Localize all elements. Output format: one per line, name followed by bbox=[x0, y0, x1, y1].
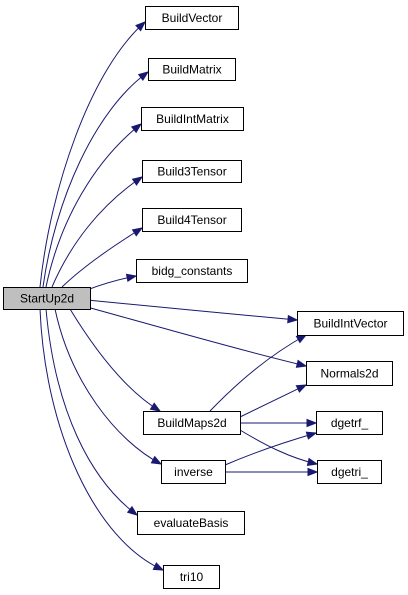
edge-arrowhead bbox=[306, 457, 319, 466]
edge-line bbox=[86, 306, 307, 367]
node-tri10[interactable]: tri10 bbox=[163, 565, 220, 589]
edge-arrowhead bbox=[131, 227, 144, 237]
node-build3tensor[interactable]: Build3Tensor bbox=[142, 160, 242, 183]
edge-line bbox=[39, 21, 146, 288]
node-box bbox=[163, 565, 220, 589]
node-box bbox=[143, 411, 241, 435]
node-box bbox=[316, 411, 383, 435]
node-label: BuildMatrix bbox=[162, 63, 221, 77]
node-box bbox=[141, 107, 244, 131]
node-label: BuildIntMatrix bbox=[156, 112, 229, 126]
node-buildintvector[interactable]: BuildIntVector bbox=[297, 311, 404, 336]
edge-line bbox=[45, 308, 138, 516]
edge-startup2d-to-normals2d bbox=[86, 306, 308, 368]
node-label: evaluateBasis bbox=[154, 516, 229, 530]
edge-startup2d-to-buildvector bbox=[39, 21, 147, 288]
node-box bbox=[136, 259, 248, 283]
node-box bbox=[142, 208, 242, 232]
node-dgetri[interactable]: dgetri_ bbox=[317, 460, 382, 484]
edge-line bbox=[61, 227, 143, 288]
edge-line bbox=[239, 384, 307, 418]
edges-layer bbox=[39, 21, 319, 571]
node-label: tri10 bbox=[180, 570, 204, 584]
edge-arrowhead bbox=[305, 431, 318, 440]
node-inverse[interactable]: inverse bbox=[161, 460, 226, 484]
edge-inverse-to-dgetrf bbox=[224, 431, 318, 466]
node-label: BuildVector bbox=[162, 11, 223, 25]
edge-buildmaps2d-to-dgetrf bbox=[240, 418, 318, 428]
node-box bbox=[145, 6, 239, 30]
node-box bbox=[148, 58, 236, 81]
node-box bbox=[317, 460, 382, 484]
node-label: StartUp2d bbox=[20, 292, 74, 306]
edge-startup2d-to-tri10 bbox=[39, 308, 165, 571]
edge-buildmaps2d-to-buildintvector bbox=[209, 334, 308, 412]
edge-arrowhead bbox=[135, 21, 147, 32]
edge-startup2d-to-inverse bbox=[54, 308, 163, 465]
node-box bbox=[306, 361, 393, 386]
edge-startup2d-to-bidg-constants bbox=[86, 273, 138, 291]
edge-buildmaps2d-to-normals2d bbox=[239, 384, 308, 418]
edge-line bbox=[51, 176, 143, 288]
node-box bbox=[161, 460, 226, 484]
edge-startup2d-to-build4tensor bbox=[61, 227, 144, 288]
edge-arrowhead bbox=[307, 467, 319, 477]
edge-arrowhead bbox=[137, 71, 150, 82]
edge-arrowhead bbox=[306, 418, 318, 428]
edge-line bbox=[69, 308, 161, 412]
node-label: Build4Tensor bbox=[157, 213, 226, 227]
edge-arrowhead bbox=[295, 384, 308, 393]
node-label: inverse bbox=[174, 465, 213, 479]
edge-arrowhead bbox=[126, 505, 139, 516]
node-label: bidg_constants bbox=[152, 264, 233, 278]
node-label: Build3Tensor bbox=[157, 165, 226, 179]
edge-buildmaps2d-to-dgetri bbox=[239, 429, 319, 466]
edge-startup2d-to-buildmaps2d bbox=[69, 308, 162, 412]
node-bidg-constants[interactable]: bidg_constants bbox=[136, 259, 248, 283]
edge-startup2d-to-buildintvector bbox=[86, 299, 299, 324]
edge-arrowhead bbox=[287, 314, 299, 324]
edge-line bbox=[224, 432, 317, 466]
edge-inverse-to-dgetri bbox=[225, 467, 319, 477]
node-startup2d[interactable]: StartUp2d bbox=[3, 287, 91, 310]
edge-arrowhead bbox=[125, 273, 138, 282]
edge-startup2d-to-buildmatrix bbox=[42, 71, 150, 288]
nodes-layer: StartUp2d BuildVectorBuildMatrixBuildIntM… bbox=[3, 6, 404, 589]
edge-arrowhead bbox=[295, 359, 308, 368]
edge-arrowhead bbox=[131, 176, 144, 186]
node-box bbox=[297, 311, 404, 336]
node-label: dgetrf_ bbox=[331, 416, 369, 430]
edge-arrowhead bbox=[295, 334, 308, 344]
edge-arrowhead bbox=[150, 455, 163, 465]
edge-startup2d-to-evaluatebasis bbox=[45, 308, 139, 516]
edge-line bbox=[42, 71, 149, 288]
edge-arrowhead bbox=[130, 123, 143, 134]
node-normals2d[interactable]: Normals2d bbox=[306, 361, 393, 386]
node-evaluatebasis[interactable]: evaluateBasis bbox=[137, 511, 245, 535]
edge-startup2d-to-buildintmatrix bbox=[45, 123, 143, 288]
node-label: Normals2d bbox=[320, 367, 378, 381]
node-buildmatrix[interactable]: BuildMatrix bbox=[148, 58, 236, 81]
edge-startup2d-to-build3tensor bbox=[51, 176, 144, 288]
edge-line bbox=[86, 299, 298, 321]
node-buildmaps2d[interactable]: BuildMaps2d bbox=[143, 411, 241, 435]
edge-line bbox=[239, 429, 318, 465]
node-buildintmatrix[interactable]: BuildIntMatrix bbox=[141, 107, 244, 131]
node-buildvector[interactable]: BuildVector bbox=[145, 6, 239, 30]
node-box bbox=[137, 511, 245, 535]
node-label: BuildIntVector bbox=[313, 317, 387, 331]
node-label: BuildMaps2d bbox=[157, 416, 226, 430]
edge-line bbox=[54, 308, 162, 465]
node-box bbox=[3, 287, 91, 310]
node-dgetrf[interactable]: dgetrf_ bbox=[316, 411, 383, 435]
edge-arrowhead bbox=[149, 402, 162, 412]
node-box bbox=[142, 160, 242, 183]
edge-arrowhead bbox=[152, 562, 165, 571]
node-build4tensor[interactable]: Build4Tensor bbox=[142, 208, 242, 232]
edge-line bbox=[45, 123, 142, 288]
edge-line bbox=[209, 334, 307, 412]
edge-line bbox=[39, 308, 164, 571]
node-label: dgetri_ bbox=[331, 465, 368, 479]
